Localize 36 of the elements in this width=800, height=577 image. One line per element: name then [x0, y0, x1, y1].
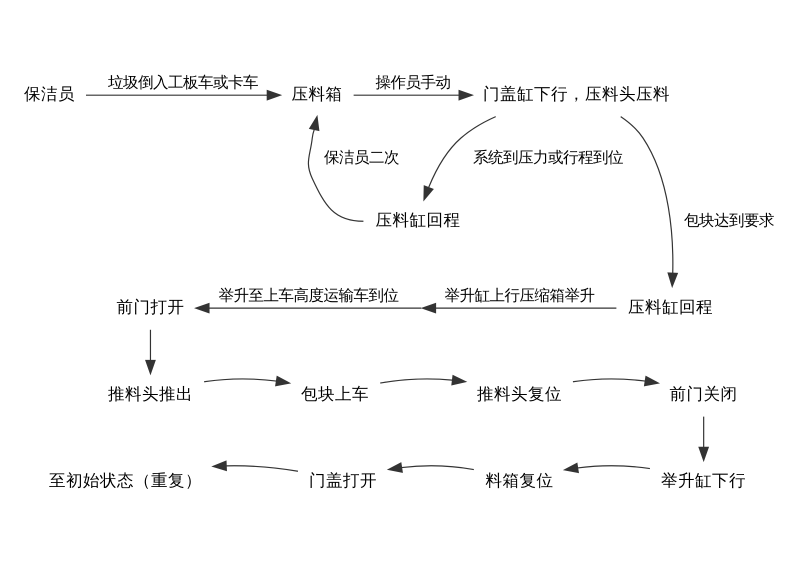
arrow [308, 114, 364, 222]
arrow [354, 90, 474, 101]
arrow [420, 302, 616, 314]
edge-label: 系统到压力或行程到位 [472, 148, 623, 166]
arrow [423, 116, 496, 202]
node-text: 门盖缸下行，压料头压料 [482, 84, 670, 104]
node-text: 压料箱 [292, 84, 343, 104]
arrow [204, 376, 292, 386]
node-text: 推料头复位 [476, 384, 562, 404]
arrow [572, 376, 660, 386]
arrow [380, 374, 468, 386]
arrow [86, 90, 282, 101]
edge-label: 举升缸上行压缩箱举升 [444, 286, 594, 304]
arrow [386, 462, 474, 473]
arrow [211, 460, 298, 472]
edge-label: 包块达到要求 [684, 211, 774, 230]
node-text: 包块上车 [300, 384, 369, 404]
node-text: 前门关闭 [670, 384, 738, 404]
edge-label: 操作员手动 [375, 73, 450, 92]
node-text: 前门打开 [116, 298, 184, 317]
node-text: 门盖打开 [309, 471, 378, 490]
node-text: 推料头推出 [108, 384, 193, 404]
arrow [562, 462, 650, 474]
node-text: 至初始状态（重复） [48, 471, 202, 490]
node-text: 料箱复位 [485, 471, 554, 490]
node-text: 压料缸回程 [628, 298, 713, 317]
arrow [620, 116, 678, 288]
node-text: 压料缸回程 [376, 210, 461, 230]
node-text: 保洁员 [24, 84, 75, 104]
edge-label: 垃圾倒入工板车或卡车 [108, 73, 258, 92]
edge-label: 举升至上车高度运输车到位 [218, 286, 398, 304]
node-text: 举升缸下行 [661, 471, 746, 490]
arrow [145, 330, 156, 376]
arrow [194, 302, 436, 314]
edge-label: 保洁员二次 [324, 148, 400, 166]
arrow [698, 416, 710, 462]
